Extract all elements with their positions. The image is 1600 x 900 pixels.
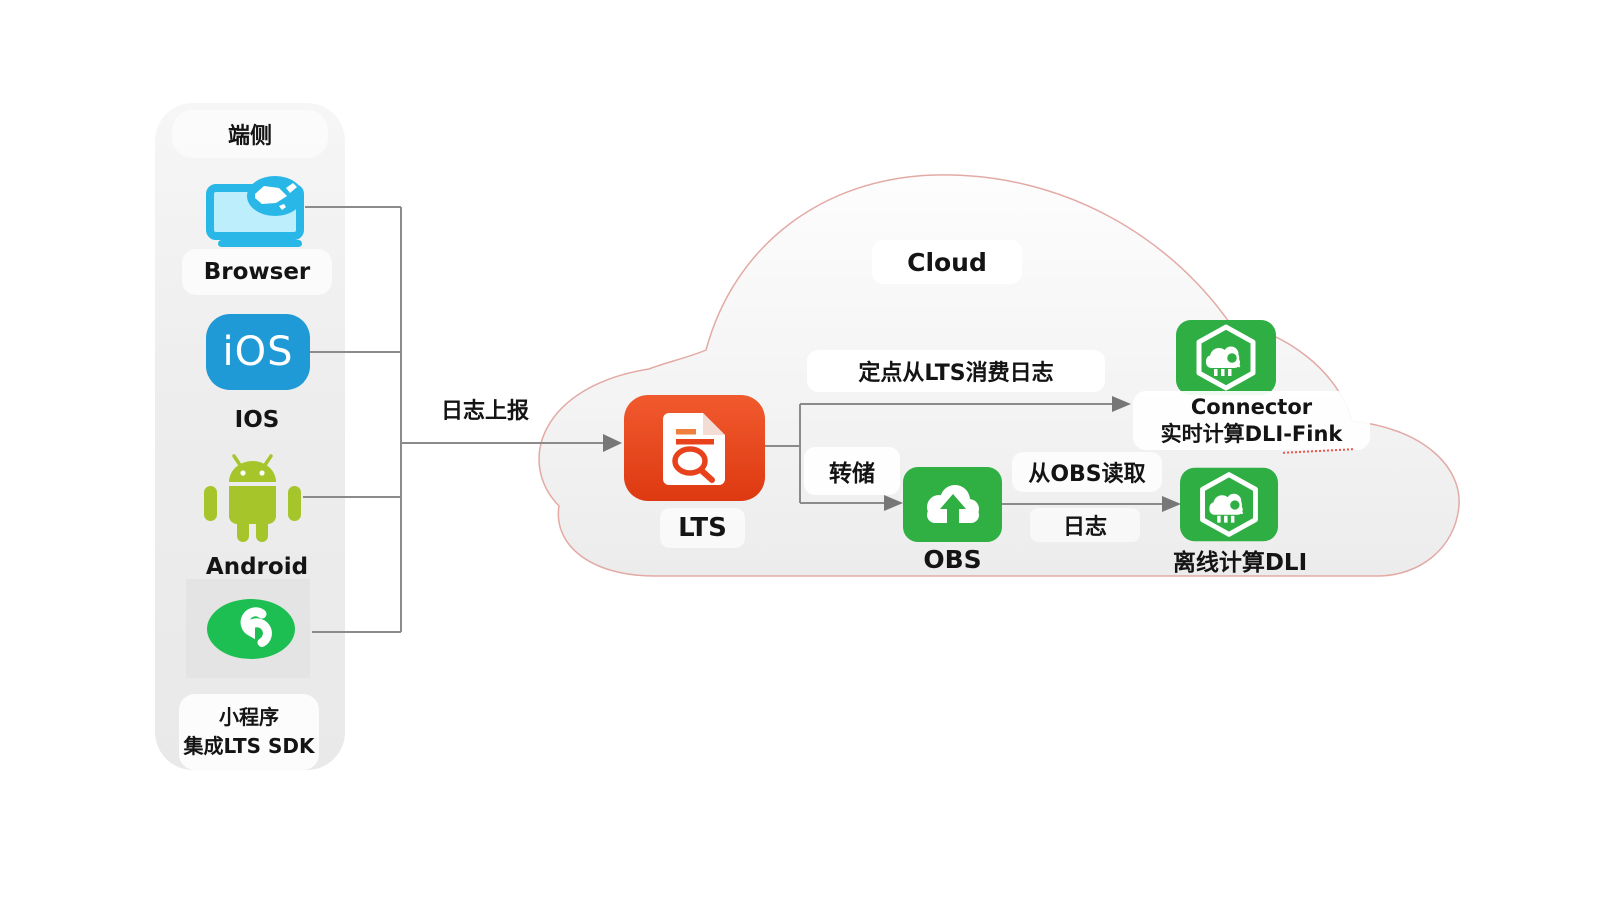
browser-label: Browser xyxy=(203,259,311,285)
upload-arrow xyxy=(401,434,622,452)
cloud-title-pill xyxy=(872,240,1022,284)
lts-icon xyxy=(624,395,765,501)
consume-label-pill xyxy=(807,350,1105,392)
browser-label-pill xyxy=(182,249,332,295)
read-edge-label-line1: 从OBS读取 xyxy=(1028,462,1146,487)
connector-label-pill xyxy=(1133,391,1370,450)
read-label-pill xyxy=(1012,452,1162,492)
read-edge-label-line2: 日志 xyxy=(1030,508,1140,542)
connector-icon xyxy=(1176,320,1276,395)
lts-label: LTS xyxy=(660,508,745,548)
device-panel-title: 端侧 xyxy=(227,124,272,149)
android-label: Android xyxy=(205,554,309,580)
consume-arrow xyxy=(800,396,1131,412)
dump-edge-label: 转储 xyxy=(829,461,875,487)
dli-label: 离线计算DLI xyxy=(1172,550,1308,576)
lts-branch-lines xyxy=(765,404,801,503)
ios-label: IOS xyxy=(234,407,280,433)
consume-edge-label: 定点从LTS消费日志 xyxy=(858,361,1054,386)
connector-label-title: Connector xyxy=(1190,395,1313,419)
obs-icon xyxy=(903,467,1002,542)
cloud-title: Cloud xyxy=(907,247,987,277)
miniprogram-label-line2: 集成LTS SDK xyxy=(183,734,315,758)
miniprogram-icon xyxy=(207,599,295,659)
miniprogram-label-line1: 小程序 xyxy=(219,705,279,729)
browser-icon xyxy=(206,176,304,247)
connector-label-subtitle: 实时计算DLI-Fink xyxy=(1160,422,1343,446)
android-icon xyxy=(204,454,301,542)
device-panel-header-pill xyxy=(172,110,328,158)
obs-label: OBS xyxy=(923,544,982,574)
miniprogram-label: 小程序 集成LTS SDK xyxy=(179,700,319,764)
upload-edge-label: 日志上报 xyxy=(440,399,529,424)
device-bus-lines xyxy=(303,206,402,633)
dump-label-pill xyxy=(804,447,900,495)
ios-icon-text: iOS xyxy=(222,329,294,375)
dli-icon xyxy=(1180,467,1278,542)
ios-icon: iOS xyxy=(206,314,310,390)
dump-arrow xyxy=(800,495,903,511)
read-arrow xyxy=(1002,496,1181,512)
connector-label: Connector 实时计算DLI-Fink xyxy=(1133,393,1370,449)
miniprogram-label-pill xyxy=(179,694,319,770)
